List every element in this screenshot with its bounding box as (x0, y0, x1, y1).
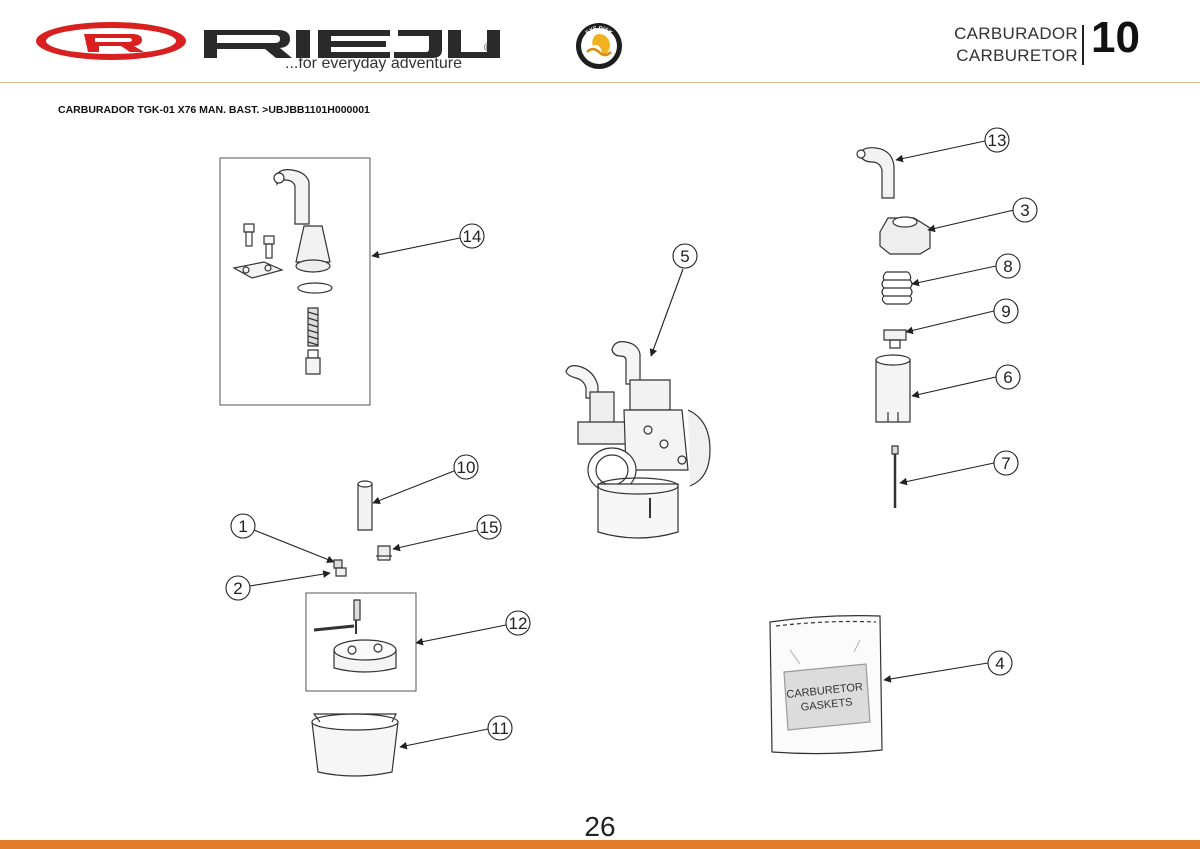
part-13-elbow (856, 147, 895, 199)
svg-text:13: 13 (988, 131, 1007, 150)
svg-text:7: 7 (1001, 454, 1010, 473)
svg-text:15: 15 (480, 518, 499, 537)
part-4-gasket-bag (769, 615, 883, 755)
svg-text:5: 5 (680, 247, 689, 266)
callouts: 13 3 8 9 6 7 5 14 10 1 15 2 12 11 4 (225, 127, 1038, 741)
svg-text:1: 1 (238, 517, 247, 536)
part-12-float-assembly (305, 592, 417, 692)
svg-text:6: 6 (1003, 368, 1012, 387)
eye-disk-badge-icon: EYE DISK (576, 23, 622, 69)
gasket-label-line-2: GASKETS (800, 696, 853, 713)
header-rule (0, 82, 1200, 83)
callout-11: 11 (487, 715, 513, 741)
callout-2: 2 (225, 575, 251, 601)
callout-7: 7 (993, 450, 1019, 476)
svg-text:14: 14 (463, 227, 482, 246)
svg-text:10: 10 (457, 458, 476, 477)
svg-text:2: 2 (233, 579, 242, 598)
callout-14: 14 (459, 223, 485, 249)
part-9-clip (883, 329, 907, 349)
footer-bar (0, 840, 1200, 849)
callout-3: 3 (1012, 197, 1038, 223)
callout-13: 13 (984, 127, 1010, 153)
rieju-logo (36, 22, 500, 60)
callout-1: 1 (230, 513, 256, 539)
svg-text:EYE DISK: EYE DISK (585, 26, 613, 37)
svg-text:4: 4 (995, 654, 1004, 673)
callout-5: 5 (672, 243, 698, 269)
callout-12: 12 (505, 610, 531, 636)
part-5-carburetor-body (565, 341, 711, 539)
callout-6: 6 (995, 364, 1021, 390)
part-10-tube (357, 480, 373, 531)
part-1-jet (333, 559, 343, 569)
callout-9: 9 (993, 298, 1019, 324)
callout-leaders (249, 140, 1015, 750)
part-7-needle (891, 445, 899, 508)
badge-text: EYE DISK (585, 26, 613, 37)
part-11-float-bowl (311, 713, 399, 777)
part-2-screw (335, 567, 347, 577)
page-number: 26 (584, 811, 616, 842)
svg-text:8: 8 (1003, 257, 1012, 276)
svg-text:3: 3 (1020, 201, 1029, 220)
part-6-slide (875, 354, 911, 423)
section-divider (1082, 25, 1084, 65)
callout-15: 15 (476, 514, 502, 540)
callout-8: 8 (995, 253, 1021, 279)
part-8-spring (881, 271, 913, 305)
registered-mark: ® (484, 42, 493, 54)
brand-tagline: ...for everyday adventure (285, 55, 462, 72)
section-number: 10 (1091, 13, 1140, 62)
callout-10: 10 (453, 454, 479, 480)
part-15-jet (376, 545, 392, 561)
section-title-es: CARBURADOR (954, 24, 1078, 43)
part-14-choke-assembly (219, 157, 371, 406)
svg-text:12: 12 (509, 614, 528, 633)
section-title-en: CARBURETOR (956, 46, 1078, 65)
svg-text:9: 9 (1001, 302, 1010, 321)
svg-text:11: 11 (491, 719, 509, 738)
part-3-cap (879, 216, 931, 255)
callout-4: 4 (987, 650, 1013, 676)
diagram-subtitle: CARBURADOR TGK-01 X76 MAN. BAST. >UBJBB1… (58, 104, 370, 116)
